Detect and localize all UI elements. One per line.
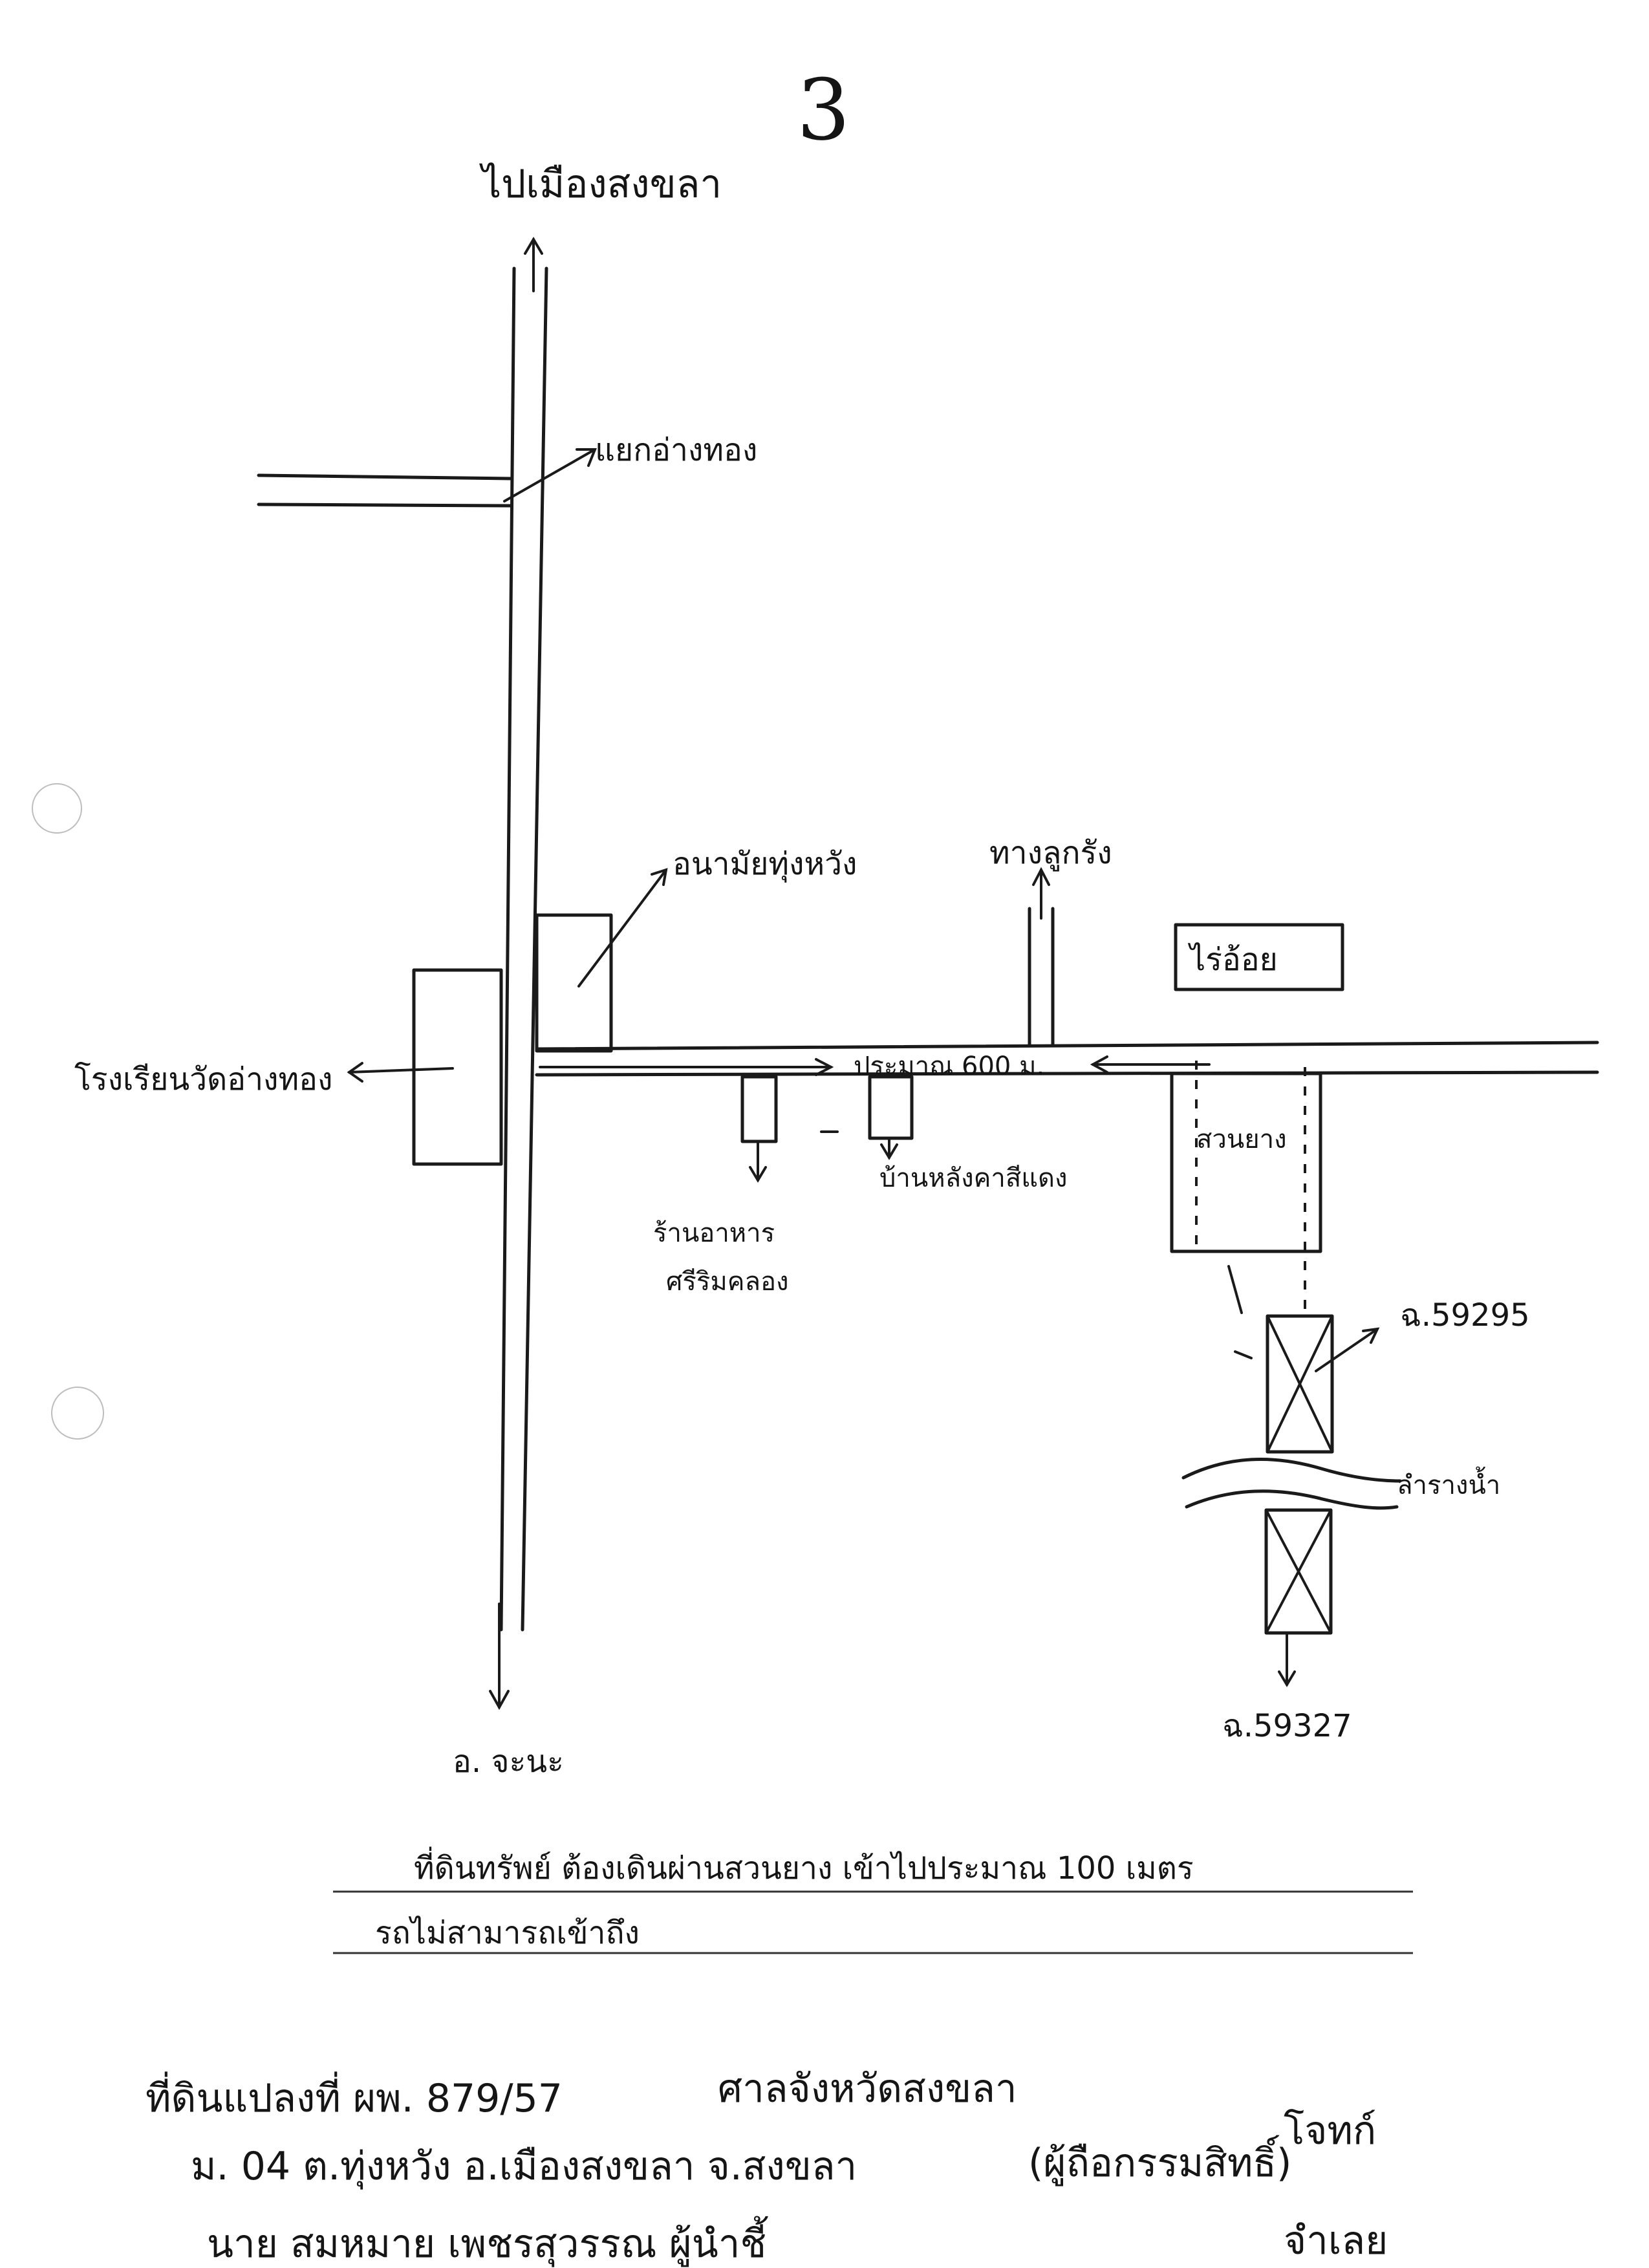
label-school: โรงเรียนวัดอ่างทอง (74, 1061, 332, 1097)
plot-a (1266, 1314, 1334, 1454)
school-arrow (348, 1067, 454, 1074)
note-line-2: รถไม่สามารถเข้าถึง (375, 1915, 640, 1951)
footer-address: ม. 04 ต.ทุ่งหวัง อ.เมืองสงขลา จ.สงขลา (191, 2144, 857, 2190)
label-restaurant-line1: ร้านอาหาร (653, 1218, 775, 1248)
label-farm: ไร่อ้อย (1187, 942, 1278, 978)
health-center-building (535, 913, 613, 1053)
label-to-city: ไปเมืองสงขลา (479, 162, 722, 207)
label-plot-a: ฉ.59295 (1400, 1297, 1530, 1334)
signature-defendant: จำเลย (1284, 2218, 1388, 2263)
label-road-branch: ทางลูกรัง (989, 835, 1112, 872)
plot-b (1264, 1508, 1333, 1635)
label-red-house: บ้านหลังคาสีแดง (879, 1163, 1068, 1193)
punch-hole-bottom (51, 1387, 104, 1440)
restaurant-building (740, 1075, 778, 1143)
rubber-garden (1170, 1072, 1322, 1253)
school-building (412, 968, 503, 1166)
label-rubber-garden: สวนยาง (1196, 1125, 1287, 1154)
footer-owner: (ผู้ถือกรรมสิทธิ์) (1028, 2135, 1291, 2187)
red-roof-house (868, 1075, 914, 1140)
label-stream: ลำรางน้ำ (1397, 1466, 1500, 1500)
footer-court: ศาลจังหวัดสงขลา (718, 2066, 1017, 2111)
health-center-arrow (577, 869, 667, 988)
stream (1181, 1458, 1402, 1510)
punch-hole-top (32, 783, 82, 834)
east-west-road (535, 1041, 1599, 1077)
laterite-road (1028, 867, 1055, 1046)
label-to-district: อ. จะนะ (453, 1744, 564, 1780)
junction-side-road (257, 448, 597, 508)
signature-plaintiff: โจทก์ (1284, 2108, 1376, 2154)
note-line-1: ที่ดินทรัพย์ ต้องเดินผ่านสวนยาง เข้าไปปร… (414, 1846, 1194, 1886)
label-junction: แยกอ่างทอง (595, 432, 757, 468)
footer-guide: นาย สมหมาย เพชรสุวรรณ ผู้นำชี้ (207, 2216, 768, 2267)
page-number: 3 (797, 61, 850, 159)
distance-marker (539, 1055, 1211, 1076)
sugarcane-farm (1174, 923, 1344, 991)
label-restaurant-line2: ศรีริมคลอง (666, 1267, 789, 1297)
label-plot-b: ฉ.59327 (1222, 1708, 1352, 1744)
main-road (489, 237, 548, 1711)
plot-a-arrow (1315, 1328, 1379, 1372)
label-health-center: อนามัยทุ่งหวัง (673, 846, 857, 883)
footer-plot-number: ที่ดินแปลงที่ ผพ. 879/57 (146, 2071, 563, 2121)
